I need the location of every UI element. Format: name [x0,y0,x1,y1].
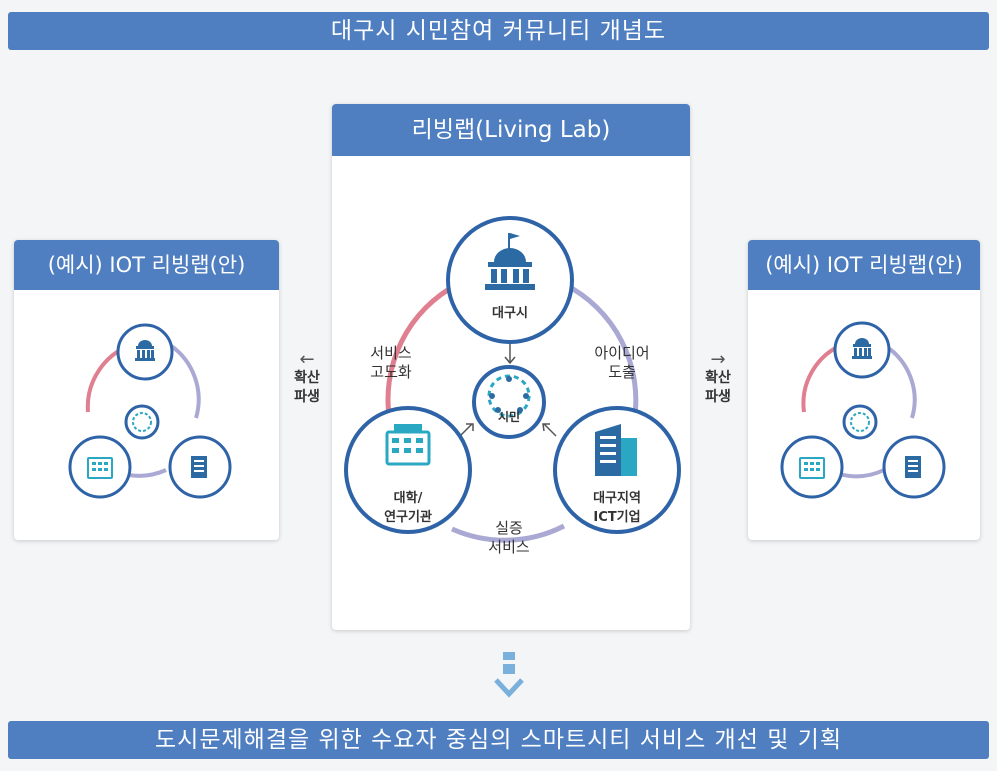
edge-right-line1: 아이디어 [594,344,650,362]
ring-arc-pink [385,281,460,423]
flow-arrows [459,344,557,437]
arrow-up-right-icon [459,423,474,437]
office-building-icon [595,424,637,476]
ring-arc-lavender [450,523,566,543]
mini-citizen-node [842,404,878,440]
people-ring-icon [850,412,870,432]
citizen-node-label: 시민 [497,410,521,424]
mini-ict-node [882,435,946,499]
spread-left-line1: 확산 [294,370,320,386]
arrow-up-left-icon [542,423,557,437]
edge-left-line2: 고도화 [370,363,412,381]
office-building-icon [905,456,921,478]
mini-city-node [116,323,174,381]
mini-city-node [833,321,891,379]
edge-label-idea-derivation: 아이디어 도출 [582,344,662,382]
left-mini-cycle-diagram [68,323,232,499]
living-lab-panel: 리빙랩(Living Lab) [332,104,690,630]
city-hall-icon [485,233,535,290]
mini-ring-arc-lavender [168,343,201,419]
mini-university-node [780,435,844,499]
university-building-icon [385,424,431,466]
bottom-title: 도시문제해결을 위한 수요자 중심의 스마트시티 서비스 개선 및 기획 [155,727,842,753]
right-mini-cycle-diagram [780,321,946,499]
living-lab-title: 리빙랩(Living Lab) [332,104,690,156]
city-hall-icon [135,340,155,361]
ict-label-line2: ICT기업 [593,510,641,525]
living-lab-cycle-diagram [344,216,681,543]
edge-right-line2: 도출 [608,363,636,381]
university-label-line1: 대학/ [393,491,423,506]
university-building-icon [87,457,113,479]
arrow-left-icon: ← [299,349,315,370]
left-example-title: (예시) IOT 리빙랩(안) [14,240,279,290]
city-hall-icon [852,338,872,359]
people-icon [489,376,529,413]
mini-ict-node [168,435,232,499]
edge-bottom-line1: 실증 [495,519,523,537]
city-node-label: 대구시 [492,306,528,321]
spread-right-line2: 파생 [705,389,731,405]
ict-node-label: 대구지역 ICT기업 [567,489,667,527]
spread-left: ← 확산 파생 [283,350,331,407]
spread-right: → 확산 파생 [694,350,742,407]
ring-arc-lavender [562,281,639,423]
people-ring-icon [132,412,152,432]
university-building-icon [799,457,825,479]
office-building-icon [191,456,207,478]
mini-citizen-node [124,404,160,440]
edge-left-line1: 서비스 [370,344,412,362]
edge-label-service-upgrade: 서비스 고도화 [356,344,426,382]
top-title: 대구시 시민참여 커뮤니티 개념도 [330,18,667,44]
left-example-panel: (예시) IOT 리빙랩(안) [14,240,279,540]
university-node-label: 대학/ 연구기관 [358,489,458,527]
top-title-banner: 대구시 시민참여 커뮤니티 개념도 [8,12,989,50]
edge-bottom-line2: 서비스 [488,538,530,556]
citizen-node [472,365,546,439]
bottom-title-banner: 도시문제해결을 위한 수요자 중심의 스마트시티 서비스 개선 및 기획 [8,721,989,759]
arrow-down-icon [504,344,516,365]
edge-label-demo-service: 실증 서비스 [474,519,544,557]
down-chevron-arrow-icon [494,652,524,698]
city-node [446,216,574,344]
ict-company-node [553,406,681,534]
right-example-title: (예시) IOT 리빙랩(안) [748,240,980,290]
spread-right-line1: 확산 [705,370,731,386]
ict-label-line1: 대구지역 [593,491,641,506]
right-example-panel: (예시) IOT 리빙랩(안) [748,240,980,540]
mini-university-node [68,435,132,499]
spread-left-line2: 파생 [294,389,320,405]
university-label-line2: 연구기관 [384,510,432,525]
university-node [344,406,472,534]
arrow-right-icon: → [710,349,726,370]
